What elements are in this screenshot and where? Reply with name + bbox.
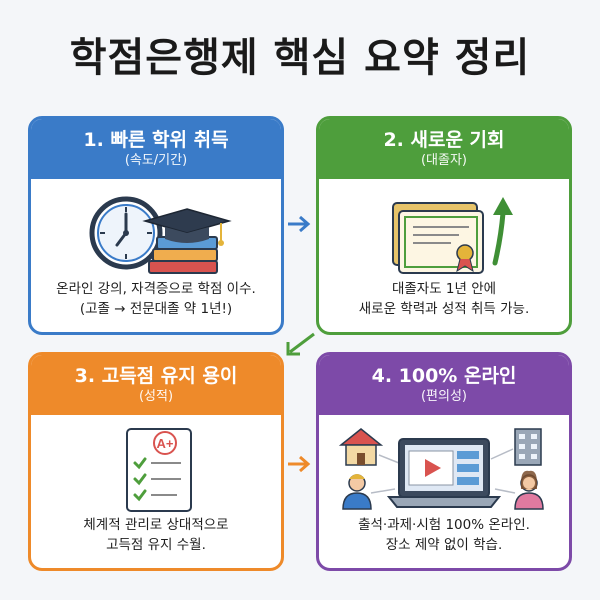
grade-mark: A+ <box>157 436 174 451</box>
page-title: 학점은행제 핵심 요약 정리 <box>69 35 531 81</box>
card-description: 온라인 강의, 자격증으로 학점 이수. (고졸 → 전문대졸 약 1년!) <box>56 281 256 317</box>
graded-checklist-icon: A+ <box>126 428 192 512</box>
card-subheading: (성적) <box>138 389 174 404</box>
card-header: 2. 새로운 기회 (대졸자) <box>319 119 569 179</box>
card-high-grade: 3. 고득점 유지 용이 (성적) A+ 체계적 관리로 상대적으로 고득점 유… <box>28 352 284 571</box>
card-description: 체계적 관리로 상대적으로 고득점 유지 수월. <box>83 517 229 553</box>
card-header: 4. 100% 온라인 (편의성) <box>319 355 569 415</box>
card-description: 출석·과제·시험 100% 온라인. 장소 제약 없이 학습. <box>358 517 530 553</box>
card-fast-degree: 1. 빠른 학위 취득 (속도/기간) 온라인 강의, 자격증으로 학점 이수.… <box>28 116 284 335</box>
diploma-icon <box>392 197 513 274</box>
arrow-right-icon <box>288 215 311 233</box>
card-heading: 4. 100% 온라인 <box>371 365 517 387</box>
card-new-opportunity: 2. 새로운 기회 (대졸자) 대졸자도 1년 안에 새로운 학력과 성적 취득… <box>316 116 572 335</box>
card-subheading: (속도/기간) <box>124 153 188 168</box>
card-header: 1. 빠른 학위 취득 (속도/기간) <box>31 119 281 179</box>
arrow-right-icon <box>288 455 311 473</box>
clock-books-icon <box>89 196 232 274</box>
card-description: 대졸자도 1년 안에 새로운 학력과 성적 취득 가능. <box>358 281 530 317</box>
laptop-video-icon <box>338 428 544 510</box>
card-subheading: (대졸자) <box>420 153 468 168</box>
arrow-down-left-icon <box>286 332 315 356</box>
card-heading: 1. 빠른 학위 취득 <box>83 129 229 151</box>
card-heading: 2. 새로운 기회 <box>383 129 505 151</box>
card-subheading: (편의성) <box>420 389 468 404</box>
card-header: 3. 고득점 유지 용이 (성적) <box>31 355 281 415</box>
card-online: 4. 100% 온라인 (편의성) <box>316 352 572 571</box>
card-heading: 3. 고득점 유지 용이 <box>74 365 238 387</box>
